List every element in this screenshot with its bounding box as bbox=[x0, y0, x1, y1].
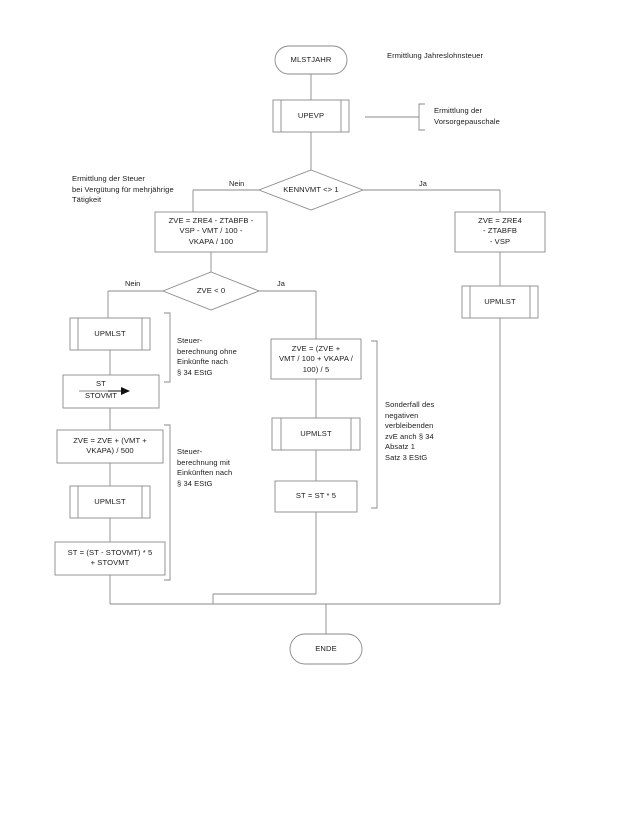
node-upevp-label: UPEVP bbox=[297, 111, 325, 120]
annotation-bracket-sonderfall: Sonderfall des negativen verbleibenden z… bbox=[385, 400, 435, 462]
node-zve-left-label: ZVE = ZRE4 - ZTABFB - VSP - VMT / 100 - … bbox=[168, 216, 254, 246]
node-zve-mid-shape bbox=[270, 338, 362, 380]
annotation-upevp-note: Ermittlung der Vorsorgepauschale bbox=[434, 106, 500, 126]
bracket-sonderfall bbox=[371, 340, 378, 509]
node-st-stovmt-label-top: ST bbox=[96, 379, 106, 388]
node-zve-mid-label: ZVE = (ZVE + VMT / 100 + VKAPA / 100) / … bbox=[278, 344, 353, 374]
node-kennvmt-label: KENNVMT <> 1 bbox=[283, 185, 339, 194]
node-end-label: ENDE bbox=[315, 644, 337, 653]
edge-label-kennvmt-nein: Nein bbox=[229, 179, 245, 188]
node-zve-lt0-shape bbox=[161, 271, 261, 311]
node-st-calc-left-shape bbox=[54, 541, 166, 576]
node-zve-add-shape bbox=[56, 429, 164, 464]
node-zve-left-shape bbox=[154, 211, 268, 253]
node-st-mid-label: ST = ST * 5 bbox=[295, 491, 337, 500]
annotation-bracket-mit: Steuer- berechnung mit Einkünften nach §… bbox=[177, 447, 233, 488]
node-zve-right-label: ZVE = ZRE4 - ZTABFB - VSP bbox=[478, 216, 522, 246]
node-start-label: MLSTJAHR bbox=[290, 55, 332, 64]
node-st-stovmt-label-bottom: STOVMT bbox=[84, 391, 118, 400]
node-upmlst-right-label: UPMLST bbox=[484, 297, 516, 306]
node-upmlst-c-label: UPMLST bbox=[300, 429, 332, 438]
node-upmlst-b-label: UPMLST bbox=[94, 497, 126, 506]
edge-label-zvelt0-ja: Ja bbox=[277, 279, 285, 288]
node-kennvmt-shape bbox=[257, 169, 365, 211]
node-upmlst-c-shape bbox=[271, 417, 361, 451]
node-upevp-shape bbox=[272, 99, 350, 133]
annotation-bracket-ohne: Steuer- berechnung ohne Einkünfte nach §… bbox=[177, 336, 237, 377]
node-st-mid-shape bbox=[274, 480, 358, 513]
bracket-upevp-note bbox=[418, 103, 425, 131]
bracket-mit bbox=[164, 424, 171, 581]
node-st-calc-left-label: ST = (ST - STOVMT) * 5 + STOVMT bbox=[67, 548, 153, 568]
node-upmlst-b-shape bbox=[69, 485, 151, 519]
node-zve-right-shape bbox=[454, 211, 546, 253]
node-zve-add-label: ZVE = ZVE + (VMT + VKAPA) / 500 bbox=[73, 436, 147, 456]
node-zve-lt0-label: ZVE < 0 bbox=[196, 286, 226, 295]
annotation-left-note: Ermittlung der Steuer bei Vergütung für … bbox=[72, 174, 174, 205]
node-upmlst-a-label: UPMLST bbox=[94, 329, 126, 338]
node-end-shape bbox=[289, 633, 363, 665]
bracket-ohne bbox=[164, 312, 171, 383]
annotation-top-right: Ermittlung Jahreslohnsteuer bbox=[387, 51, 484, 60]
node-upmlst-right-shape bbox=[461, 285, 539, 319]
edge-label-zvelt0-nein: Nein bbox=[125, 279, 141, 288]
edge-label-kennvmt-ja: Ja bbox=[419, 179, 427, 188]
